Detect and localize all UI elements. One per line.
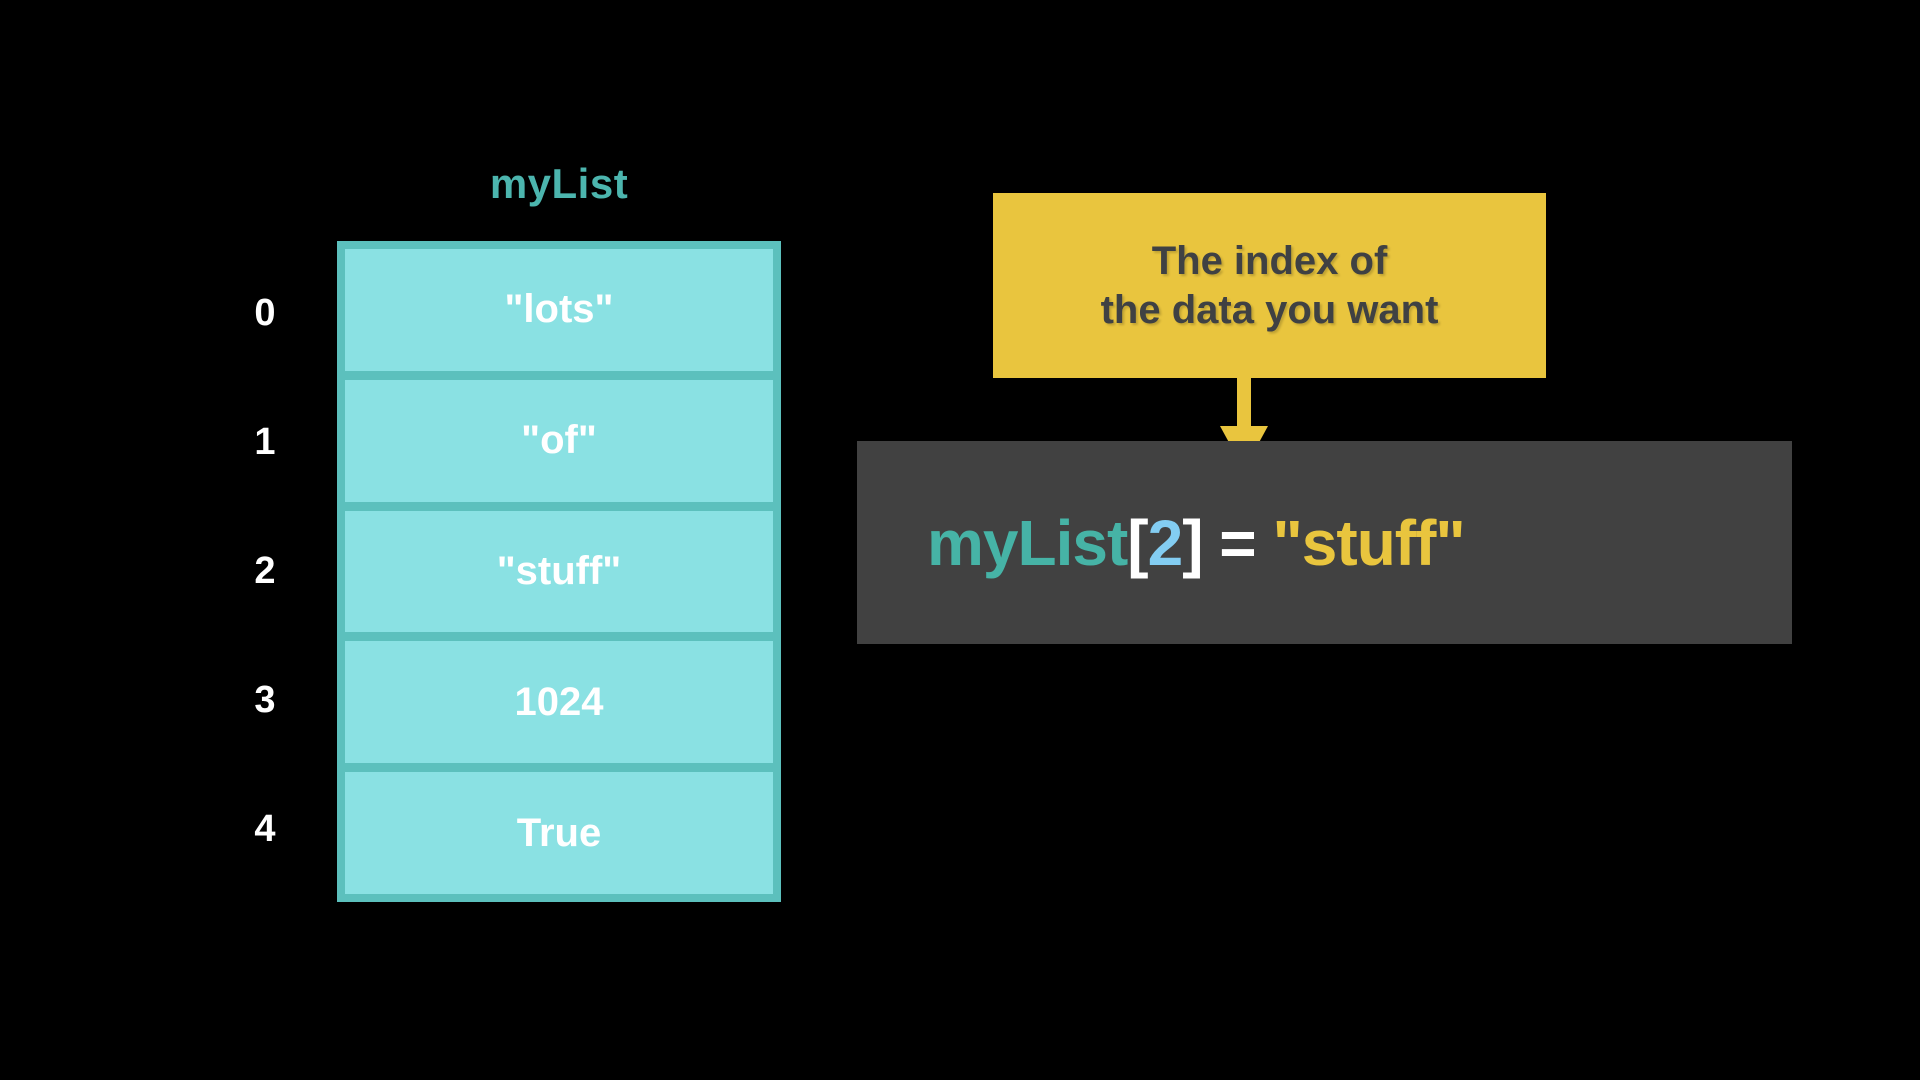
code-token-equals: = bbox=[1202, 506, 1273, 579]
index-label-2: 2 bbox=[254, 550, 276, 592]
code-token-bracket-close: ] bbox=[1182, 506, 1203, 579]
index-label-4: 4 bbox=[254, 808, 276, 850]
index-label-1: 1 bbox=[254, 421, 276, 463]
callout-line-2: the data you want bbox=[1100, 287, 1439, 332]
index-label-0: 0 bbox=[254, 292, 276, 334]
code-token-bracket-open: [ bbox=[1127, 506, 1148, 579]
list-title: myList bbox=[489, 160, 629, 207]
code-expression: myList[2] = "stuff" bbox=[927, 506, 1466, 580]
index-column: 0 1 2 3 4 bbox=[230, 249, 300, 894]
list-cell-2: "stuff" bbox=[345, 510, 773, 633]
list-cell-3: 1024 bbox=[345, 641, 773, 764]
code-panel: myList[2] = "stuff" bbox=[857, 441, 1792, 644]
code-token-variable: myList bbox=[927, 506, 1128, 579]
list-cell-1: "of" bbox=[345, 379, 773, 502]
code-token-string: "stuff" bbox=[1272, 506, 1465, 579]
code-token-index: 2 bbox=[1147, 506, 1184, 579]
list-container: "lots" "of" "stuff" 1024 True bbox=[337, 241, 781, 902]
callout-line-1: The index of bbox=[1151, 238, 1388, 283]
list-cell-0: "lots" bbox=[345, 249, 773, 371]
callout-box: The index of the data you want bbox=[993, 193, 1546, 378]
index-label-3: 3 bbox=[254, 679, 276, 721]
list-cell-4: True bbox=[345, 772, 773, 894]
